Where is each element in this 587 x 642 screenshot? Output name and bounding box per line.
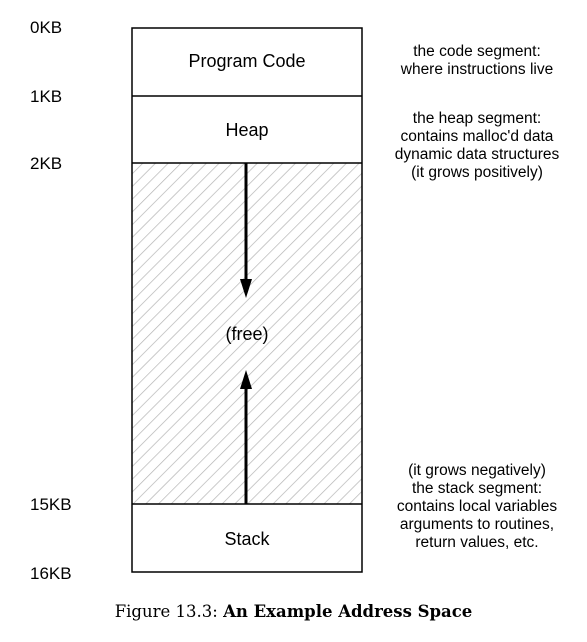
note-line: (it grows positively) [411, 164, 543, 181]
note-line: arguments to routines, [399, 516, 555, 533]
heap-segment-note: the heap segment: contains malloc'd data… [366, 110, 587, 182]
stack-label: Stack [224, 529, 270, 549]
address-label-1kb: 1KB [30, 87, 63, 106]
program-code-label: Program Code [188, 51, 306, 71]
note-line: return values, etc. [415, 534, 539, 551]
address-label-2kb: 2KB [30, 154, 63, 173]
address-label-16kb: 16KB [30, 564, 72, 583]
note-line: the stack segment: [411, 480, 543, 497]
free-label: (free) [225, 324, 269, 344]
code-segment-note: the code segment: where instructions liv… [366, 43, 587, 79]
stack-segment-note: (it grows negatively) the stack segment:… [366, 462, 587, 552]
heap-growth-arrow [240, 163, 252, 298]
caption-title: An Example Address Space [223, 602, 473, 621]
address-label-15kb: 15KB [30, 495, 72, 514]
note-line: where instructions live [400, 61, 554, 78]
note-line: the heap segment: [412, 110, 542, 127]
note-line: (it grows negatively) [408, 462, 546, 479]
note-line: contains local variables [396, 498, 558, 515]
note-line: the code segment: [413, 43, 541, 60]
address-space-box [131, 27, 363, 573]
note-line: contains malloc'd data [400, 128, 554, 145]
caption-prefix: Figure 13.3: [114, 602, 224, 621]
address-label-0kb: 0KB [30, 18, 63, 37]
note-line: dynamic data structures [394, 146, 560, 163]
stack-growth-arrow [240, 370, 252, 504]
heap-label: Heap [225, 120, 269, 140]
figure-caption: Figure 13.3: An Example Address Space [0, 602, 587, 621]
